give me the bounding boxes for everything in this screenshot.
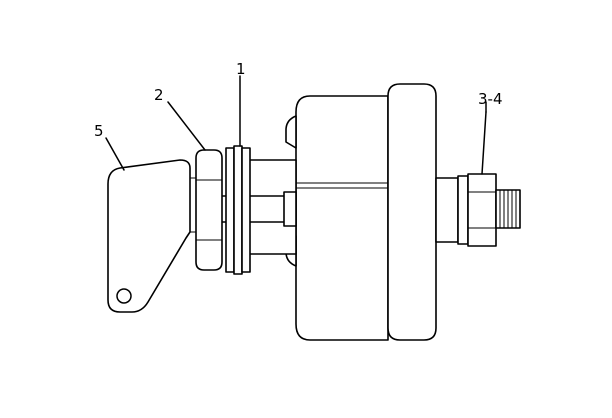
- callout-5: 5: [94, 122, 104, 140]
- callout-2: 2: [154, 86, 164, 104]
- nut: [195, 149, 223, 271]
- washers: [225, 145, 251, 275]
- leader-lines: [105, 75, 487, 175]
- callout-3-4: 3-4: [478, 90, 503, 108]
- key: [107, 159, 196, 313]
- callout-1: 1: [236, 60, 246, 78]
- terminal-stud: [435, 173, 521, 247]
- housing: [285, 95, 389, 341]
- flange: [387, 83, 437, 341]
